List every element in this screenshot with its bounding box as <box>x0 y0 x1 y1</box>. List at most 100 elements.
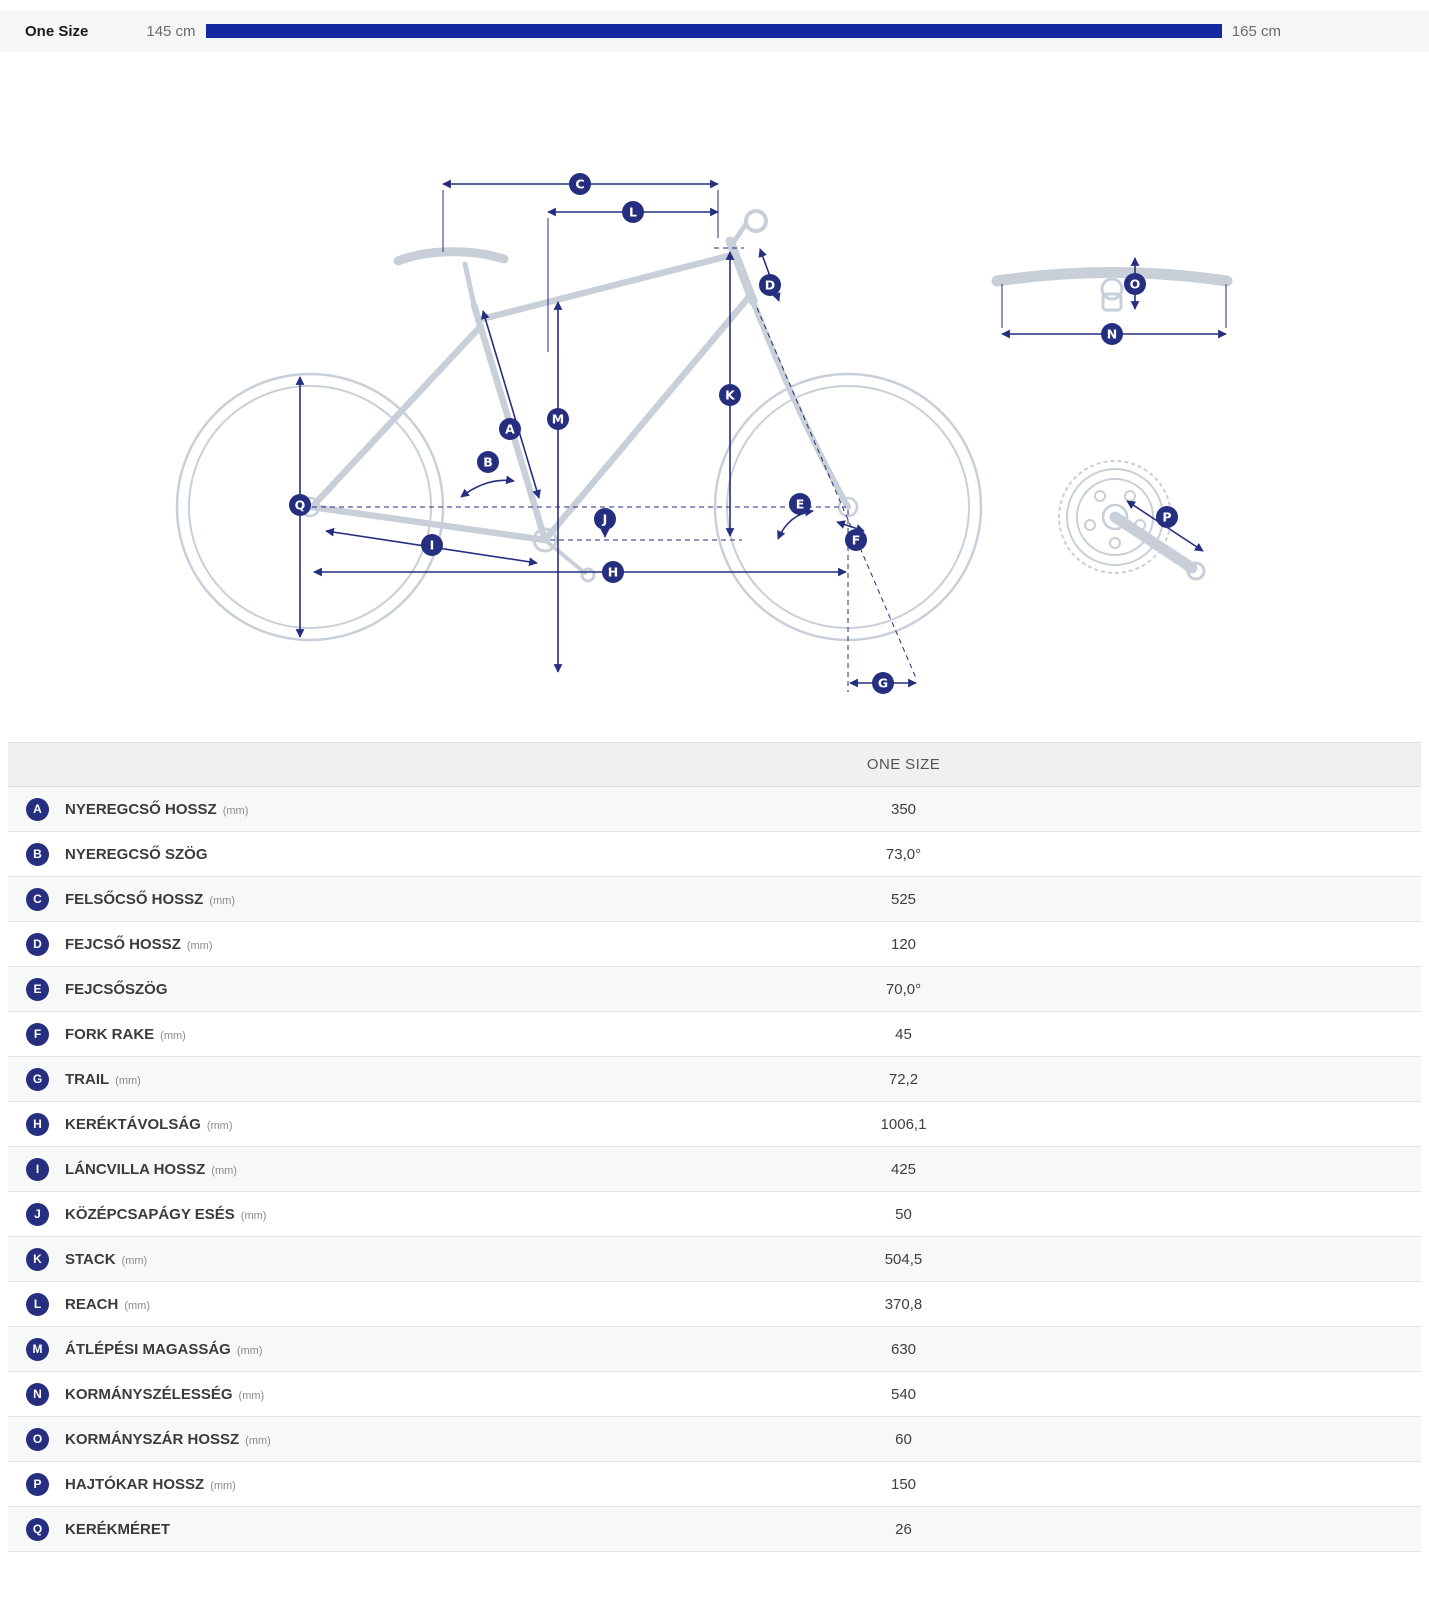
row-unit: (mm) <box>211 1164 237 1177</box>
row-value: 370,8 <box>884 1295 923 1313</box>
steering-axis-line <box>756 307 917 679</box>
dim-fork-rake <box>836 520 865 533</box>
marker-a: A <box>499 418 521 440</box>
row-label: FELSŐCSŐ HOSSZ <box>65 890 204 908</box>
svg-text:J: J <box>602 512 608 527</box>
bike-side-view <box>175 209 983 642</box>
row-value: 1006,1 <box>880 1115 927 1133</box>
row-label: KERÉKMÉRET <box>65 1520 171 1538</box>
handlebar <box>991 267 1233 287</box>
svg-text:C: C <box>575 177 584 192</box>
row-label: NYEREGCSŐ HOSSZ <box>65 800 217 818</box>
table-row: N KORMÁNYSZÉLESSÉG(mm) 540 <box>8 1372 1421 1417</box>
down-tube <box>541 294 752 544</box>
row-value: 425 <box>890 1160 917 1178</box>
crank-arm <box>1109 511 1198 574</box>
diagram-markers: A B C D E F G H I J K L M N O P Q <box>289 173 1178 694</box>
handlebar-top-view <box>991 267 1233 312</box>
svg-text:H: H <box>608 565 618 580</box>
table-row: K STACK(mm) 504,5 <box>8 1237 1421 1282</box>
row-label: FORK RAKE <box>65 1025 155 1043</box>
row-label: REACH <box>65 1295 119 1313</box>
row-label: TRAIL <box>65 1070 110 1088</box>
row-letter-badge: B <box>26 842 49 866</box>
table-row: J KÖZÉPCSAPÁGY ESÉS(mm) 50 <box>8 1192 1421 1237</box>
row-value: 504,5 <box>884 1250 923 1268</box>
geometry-diagram-section: A B C D E F G H I J K L M N O P Q <box>0 52 1429 742</box>
stem <box>730 221 749 246</box>
dimension-guides <box>312 190 1227 692</box>
row-label: FEJCSŐ HOSSZ <box>65 935 181 953</box>
row-letter-badge: H <box>26 1112 49 1136</box>
marker-g: G <box>872 672 894 694</box>
row-label: HAJTÓKAR HOSSZ <box>65 1475 205 1493</box>
size-selector-band[interactable]: One Size 145 cm 165 cm <box>0 10 1429 52</box>
bike-geometry-diagram: A B C D E F G H I J K L M N O P Q <box>175 173 1233 694</box>
row-label: FEJCSŐSZÖG <box>65 980 168 998</box>
row-unit: (mm) <box>209 894 236 907</box>
row-value: 350 <box>890 800 917 818</box>
row-label: ÁTLÉPÉSI MAGASSÁG <box>65 1340 231 1358</box>
fork <box>750 298 851 510</box>
row-unit: (mm) <box>222 804 249 817</box>
row-letter-badge: O <box>26 1427 49 1451</box>
stem-clamp <box>1100 277 1124 301</box>
row-letter-badge: F <box>26 1022 49 1046</box>
stem-body <box>1101 292 1123 312</box>
pedal-axle <box>1186 561 1206 581</box>
size-range-max: 165 cm <box>1231 22 1281 40</box>
saddle <box>393 247 509 266</box>
row-value: 26 <box>895 1520 912 1538</box>
svg-text:L: L <box>629 205 637 220</box>
marker-o: O <box>1124 273 1146 295</box>
row-letter-badge: D <box>26 932 49 956</box>
row-value: 630 <box>890 1340 917 1358</box>
svg-text:G: G <box>878 676 888 691</box>
table-header-row: ONE SIZE <box>8 743 1421 787</box>
marker-l: L <box>622 201 644 223</box>
svg-text:A: A <box>505 422 515 437</box>
row-value: 45 <box>895 1025 912 1043</box>
seat-stay <box>308 324 483 511</box>
pedal-side <box>580 567 596 583</box>
geometry-table: ONE SIZE A NYEREGCSŐ HOSSZ(mm) 350 B NYE… <box>8 742 1421 1552</box>
svg-text:N: N <box>1107 327 1117 342</box>
row-label: KERÉKTÁVOLSÁG <box>65 1115 201 1133</box>
row-unit: (mm) <box>245 1434 271 1447</box>
marker-i: I <box>421 534 443 556</box>
svg-text:Q: Q <box>295 498 306 513</box>
row-label: KORMÁNYSZÉLESSÉG <box>65 1385 233 1403</box>
marker-d: D <box>759 274 781 296</box>
dim-seat-tube <box>481 310 541 499</box>
size-range-bar[interactable] <box>205 24 1222 38</box>
seatpost <box>462 261 477 308</box>
row-letter-badge: M <box>26 1337 49 1361</box>
row-letter-badge: G <box>26 1067 49 1091</box>
row-label: LÁNCVILLA HOSSZ <box>65 1160 206 1178</box>
row-letter-badge: C <box>26 887 49 911</box>
marker-e: E <box>789 493 811 515</box>
row-label: KÖZÉPCSAPÁGY ESÉS <box>65 1205 235 1223</box>
crank-arm-side <box>543 538 587 575</box>
row-letter-badge: L <box>26 1292 49 1316</box>
svg-text:F: F <box>852 533 861 548</box>
row-letter-badge: E <box>26 977 49 1001</box>
row-unit: (mm) <box>160 1029 186 1042</box>
row-unit: (mm) <box>206 1119 233 1132</box>
chainring-bolt <box>1094 490 1106 502</box>
row-value: 540 <box>890 1385 917 1403</box>
marker-m: M <box>547 408 569 430</box>
table-row: Q KERÉKMÉRET 26 <box>8 1507 1421 1552</box>
size-range-min: 145 cm <box>146 22 196 40</box>
row-unit: (mm) <box>240 1209 267 1222</box>
row-label: STACK <box>65 1250 116 1268</box>
row-letter-badge: J <box>26 1202 49 1226</box>
row-unit: (mm) <box>186 939 213 952</box>
chainring-bolt <box>1084 519 1096 531</box>
marker-k: K <box>719 384 741 406</box>
svg-text:E: E <box>796 497 805 512</box>
svg-text:M: M <box>552 412 564 427</box>
table-row: M ÁTLÉPÉSI MAGASSÁG(mm) 630 <box>8 1327 1421 1372</box>
marker-q: Q <box>289 494 311 516</box>
row-value: 60 <box>895 1430 912 1448</box>
